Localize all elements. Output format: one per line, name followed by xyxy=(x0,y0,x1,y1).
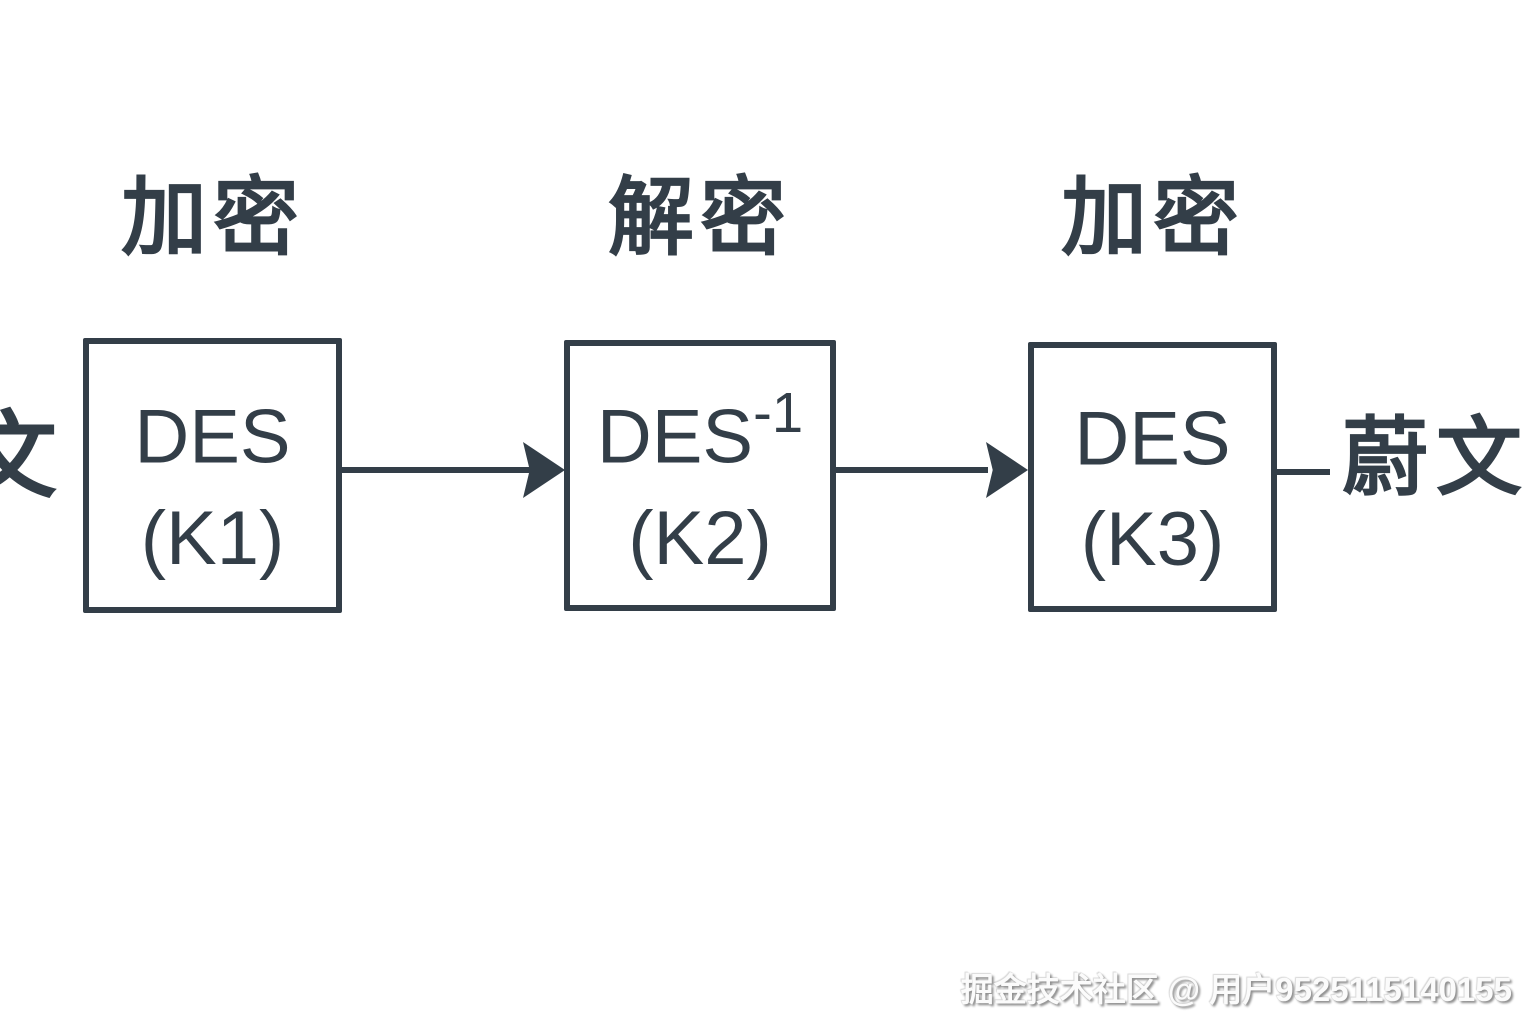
des-box-k1-name: DES xyxy=(134,394,291,480)
des-box-k1-key: (K1) xyxy=(140,495,285,581)
watermark-text: 掘金技术社区 @ 用户9525115140155 xyxy=(960,971,1512,1008)
arrow-2-shaft xyxy=(836,467,988,473)
des-box-k2-key: (K2) xyxy=(628,495,772,581)
stage-label-decrypt: 解密 xyxy=(608,170,792,266)
des-box-k3-name: DES xyxy=(1074,396,1231,482)
des-box-k2-name: DES-1 xyxy=(596,381,804,480)
des-box-k3-key: (K3) xyxy=(1080,497,1225,583)
des-box-k1: DES (K1) xyxy=(83,338,342,613)
arrow-2-head-icon xyxy=(986,442,1028,498)
input-plaintext-label: 文 xyxy=(0,404,58,510)
stage-label-encrypt-2: 加密 xyxy=(1061,170,1245,266)
des-box-k3: DES (K3) xyxy=(1028,342,1277,612)
stage-label-encrypt-1: 加密 xyxy=(121,170,305,266)
arrow-1-shaft xyxy=(342,467,530,473)
output-ciphertext-label: 蔚文 xyxy=(1342,410,1530,506)
output-connector-line xyxy=(1277,469,1330,475)
des-box-k2: DES-1 (K2) xyxy=(564,340,836,611)
